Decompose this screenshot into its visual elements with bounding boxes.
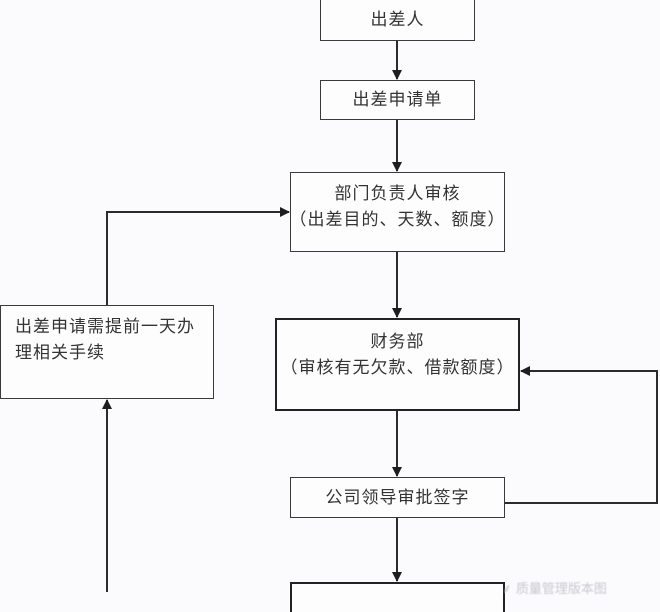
connector-layer <box>102 41 658 592</box>
node-label: 财务部 <box>370 332 425 352</box>
feedback-leader-to-finance <box>505 366 658 504</box>
node-label: 出差人 <box>370 9 425 30</box>
node-leader-approval: 公司领导审批签字 <box>290 477 505 518</box>
node-label: 出差申请需提前一天办理相关手续 <box>15 317 195 363</box>
node-dept-head-review: 部门负责人审核 （出差目的、天数、额度） <box>290 172 505 252</box>
node-label: 出差申请单 <box>352 90 443 110</box>
node-application-form: 出差申请单 <box>320 80 475 120</box>
node-sublabel: （审核有无欠款、借款额度） <box>280 358 515 378</box>
node-sublabel: （出差目的、天数、额度） <box>289 210 506 230</box>
node-next-step <box>290 582 505 612</box>
watermark: ⸙ 质量管理版本图 <box>502 582 607 597</box>
node-advance-notice: 出差申请需提前一天办理相关手续 <box>0 305 214 399</box>
node-label: 部门负责人审核 <box>334 184 461 204</box>
node-label: 公司领导审批签字 <box>325 487 470 508</box>
arrow-notice-to-dept-review <box>106 207 290 305</box>
node-finance-dept: 财务部 （审核有无欠款、借款额度） <box>275 318 520 411</box>
node-traveler: 出差人 <box>320 0 475 41</box>
